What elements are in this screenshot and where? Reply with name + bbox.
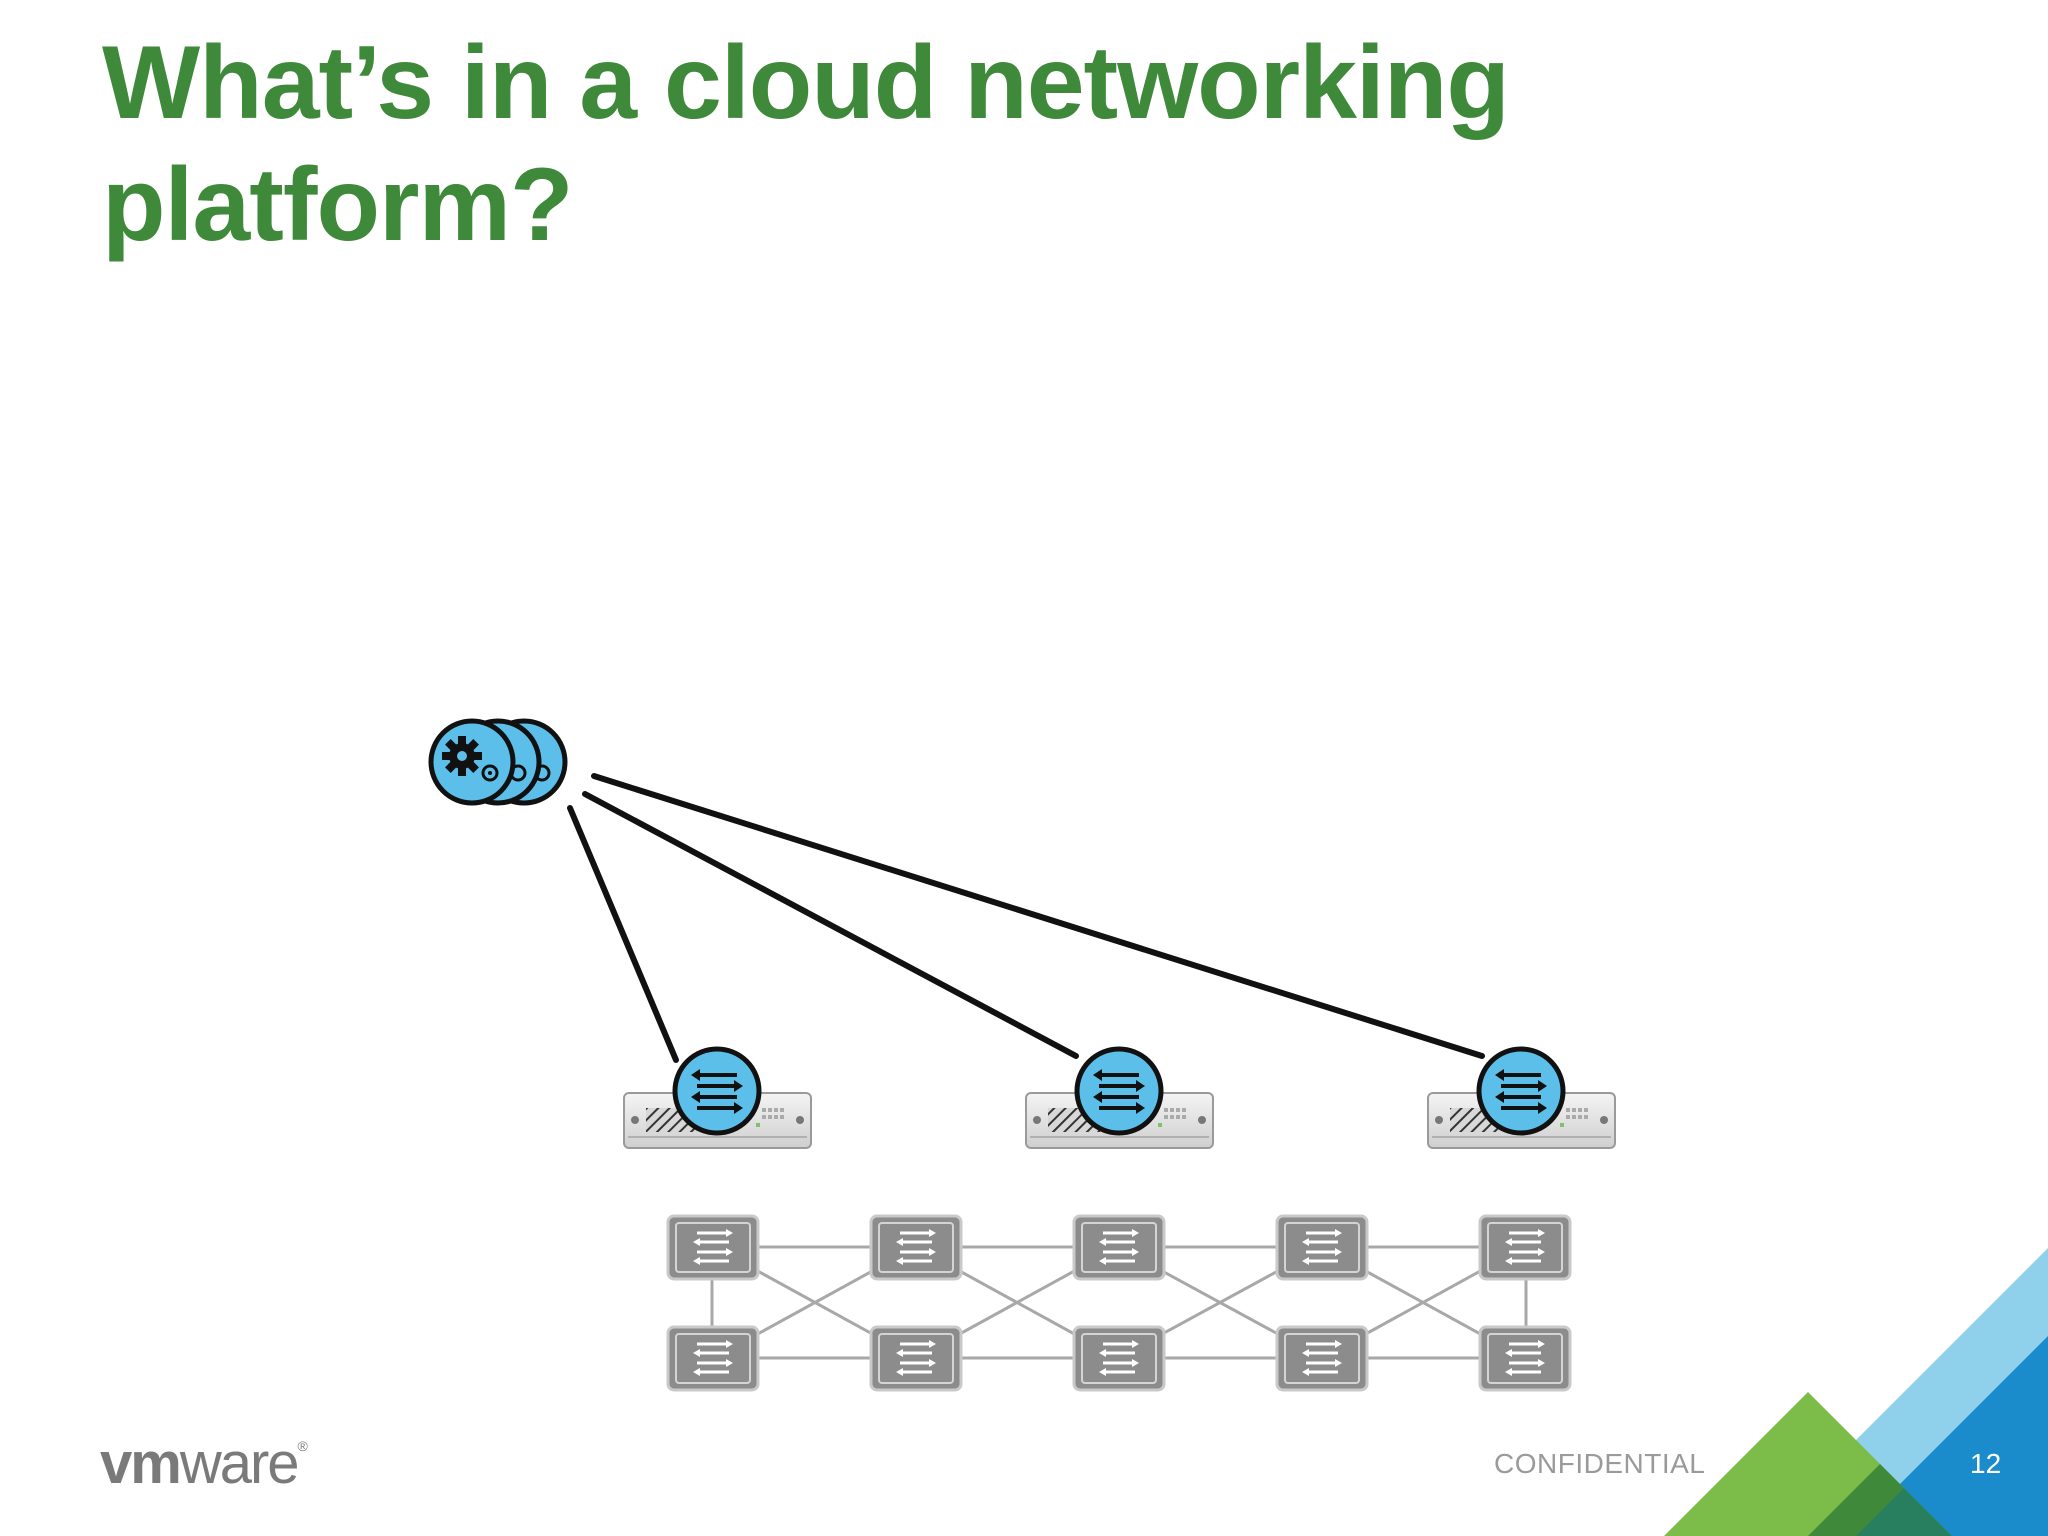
fabric-switch-bottom-1: [666, 1325, 760, 1392]
switch-arrows-icon: [896, 1229, 936, 1265]
vswitch-node-1: [672, 1046, 762, 1136]
control-link-3: [591, 773, 1485, 1059]
page-number: 12: [1970, 1448, 2002, 1479]
fabric-switch-top-5: [1478, 1214, 1572, 1281]
confidential-label: CONFIDENTIAL: [1494, 1448, 1706, 1479]
fabric-switch-top-3: [1072, 1214, 1166, 1281]
fabric-switch-top-4: [1275, 1214, 1369, 1281]
switch-arrows-icon: [693, 1229, 733, 1265]
switch-arrows-icon: [693, 1340, 733, 1376]
switch-arrows-icon: [1302, 1229, 1342, 1265]
switch-arrows-icon: [896, 1340, 936, 1376]
switch-arrows-icon: [1505, 1229, 1545, 1265]
fabric-switch-bottom-2: [869, 1325, 963, 1392]
vmware-logo: vmware®: [100, 1431, 308, 1496]
physical-fabric: [666, 1214, 1572, 1392]
bidirectional-arrows-icon: [1495, 1069, 1547, 1114]
switch-arrows-icon: [1302, 1340, 1342, 1376]
hypervisor-hosts: [623, 1046, 1616, 1149]
gear-cluster-icon: [442, 736, 499, 782]
bidirectional-arrows-icon: [1093, 1069, 1145, 1114]
vswitch-node-2: [1074, 1046, 1164, 1136]
fabric-switch-bottom-4: [1275, 1325, 1369, 1392]
fabric-switch-top-2: [869, 1214, 963, 1281]
control-link-1: [567, 805, 679, 1063]
fabric-switch-bottom-5: [1478, 1325, 1572, 1392]
fabric-switch-bottom-3: [1072, 1325, 1166, 1392]
control-link-2: [582, 791, 1079, 1059]
hypervisor-host-2: [1025, 1046, 1214, 1149]
bidirectional-arrows-icon: [691, 1069, 743, 1114]
switch-arrows-icon: [1099, 1340, 1139, 1376]
controller-node-1: [428, 718, 516, 806]
hypervisor-host-3: [1427, 1046, 1616, 1149]
control-links: [567, 773, 1485, 1063]
switch-arrows-icon: [1099, 1229, 1139, 1265]
corner-decoration: [1664, 1248, 2048, 1536]
controller-cluster: [428, 718, 568, 806]
fabric-switch-top-1: [666, 1214, 760, 1281]
hypervisor-host-1: [623, 1046, 812, 1149]
vswitch-node-3: [1476, 1046, 1566, 1136]
switch-arrows-icon: [1505, 1340, 1545, 1376]
slide-title: What’s in a cloud networking platform?: [102, 25, 1510, 263]
